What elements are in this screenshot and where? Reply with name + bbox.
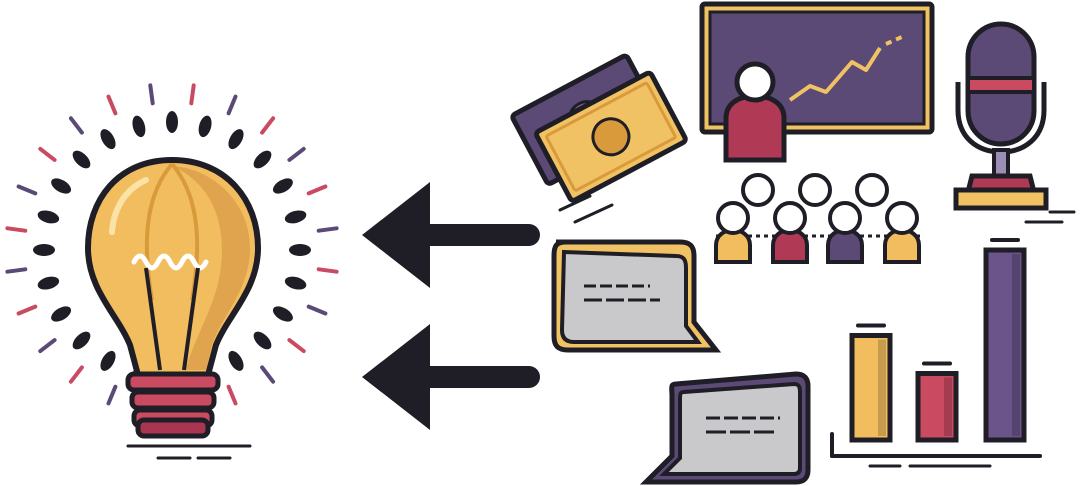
ray-drop xyxy=(198,115,212,138)
chart-bar-shade xyxy=(878,339,886,436)
person-head xyxy=(716,201,750,235)
bar-chart-icon xyxy=(830,238,1042,468)
person-head xyxy=(855,173,889,207)
ray-dash xyxy=(16,304,38,316)
ray-dash xyxy=(106,384,118,406)
ray-drop xyxy=(166,111,178,133)
ray-dash xyxy=(260,365,276,384)
ray-dash xyxy=(148,83,155,106)
ray-dash xyxy=(316,267,339,274)
person-head xyxy=(741,173,775,207)
chat-bubble-icon xyxy=(551,239,722,353)
ray-dash xyxy=(38,146,57,162)
ray-drop xyxy=(72,331,91,350)
ray-dash xyxy=(226,384,238,406)
ray-drop xyxy=(228,129,244,150)
bulb-filament xyxy=(131,253,209,271)
lightbulb-icon xyxy=(5,83,339,460)
ray-dash xyxy=(226,94,238,116)
ray-dash xyxy=(106,94,118,116)
microphone-icon xyxy=(953,21,1076,224)
chart-bar-shade xyxy=(1012,254,1020,436)
ray-dash xyxy=(287,338,306,354)
ray-dash xyxy=(68,116,84,135)
ray-drop xyxy=(284,210,307,224)
ray-drop xyxy=(253,150,272,169)
ray-drop xyxy=(289,244,311,256)
ray-drop xyxy=(272,306,293,322)
ray-dash xyxy=(316,226,339,233)
ray-dash xyxy=(16,184,38,196)
ray-drop xyxy=(51,306,72,322)
ray-dash xyxy=(5,267,28,274)
ray-drop xyxy=(132,115,146,138)
ray-dash xyxy=(306,184,328,196)
chart-bar xyxy=(915,371,959,443)
ray-drop xyxy=(33,244,55,256)
chart-bar-shade xyxy=(944,377,952,436)
arrow-left-icon xyxy=(362,324,540,430)
ray-dash xyxy=(189,83,196,106)
ray-drop xyxy=(51,178,72,194)
person-head xyxy=(885,201,919,235)
ray-dash xyxy=(5,226,28,233)
person-head xyxy=(773,201,807,235)
ray-dash xyxy=(260,116,276,135)
presentation-board-icon xyxy=(699,1,935,163)
chat-bubble-icon xyxy=(639,371,811,485)
ray-dash xyxy=(38,338,57,354)
ray-drop xyxy=(272,178,293,194)
ray-drop xyxy=(37,210,60,224)
chart-bar xyxy=(849,333,893,443)
ray-dash xyxy=(287,146,306,162)
arrow-left-icon xyxy=(362,182,540,288)
ray-drop xyxy=(253,331,272,350)
ray-drop xyxy=(100,129,116,150)
ray-drop xyxy=(228,350,244,371)
person-head xyxy=(828,201,862,235)
ray-dash xyxy=(306,304,328,316)
chart-bar xyxy=(983,247,1027,443)
ray-drop xyxy=(284,276,307,290)
ray-drop xyxy=(72,150,91,169)
audience-icon xyxy=(714,173,922,264)
ray-drop xyxy=(37,276,60,290)
money-icon xyxy=(510,53,688,224)
person-head xyxy=(798,173,832,207)
bulb-socket xyxy=(125,371,221,439)
ray-drop xyxy=(100,350,116,371)
ray-dash xyxy=(68,365,84,384)
